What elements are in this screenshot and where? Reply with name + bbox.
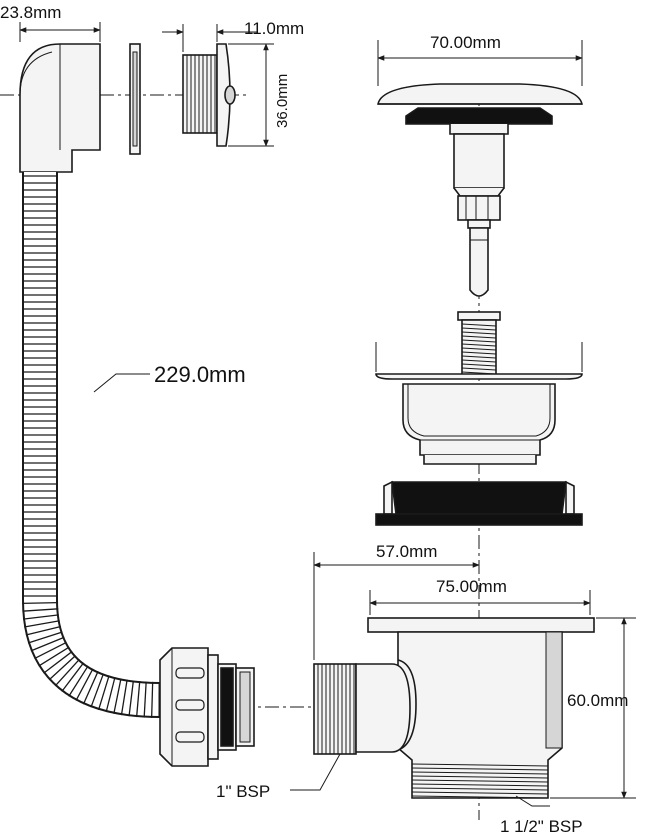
label-thread-large: 1 1/2" BSP: [500, 817, 583, 836]
overflow-washer: [129, 43, 141, 155]
label-body-diameter: 75.00mm: [436, 577, 507, 596]
overflow-elbow: [19, 43, 101, 173]
overflow-connector: [182, 43, 236, 147]
dimension-lines: [19, 22, 636, 807]
hose-union-nut: [159, 647, 219, 767]
strainer-basket: [375, 311, 583, 465]
hose-seal-ring: [217, 663, 255, 751]
rubber-washer: [375, 480, 583, 526]
label-connector-height: 36.0mm: [274, 74, 291, 128]
waste-body: [367, 617, 595, 799]
side-outlet-connector: [313, 663, 411, 755]
label-body-height: 60.0mm: [567, 691, 628, 710]
label-hose-length: 229.0mm: [154, 362, 246, 387]
label-thread-small: 1" BSP: [216, 782, 270, 801]
label-cap-diameter: 70.00mm: [430, 33, 501, 52]
corrugated-hose: [22, 172, 161, 718]
popup-cap: [377, 83, 583, 297]
label-offset: 57.0mm: [376, 542, 437, 561]
label-overflow-width: 23.8mm: [0, 3, 61, 22]
label-connector-depth: 11.0mm: [244, 19, 304, 38]
